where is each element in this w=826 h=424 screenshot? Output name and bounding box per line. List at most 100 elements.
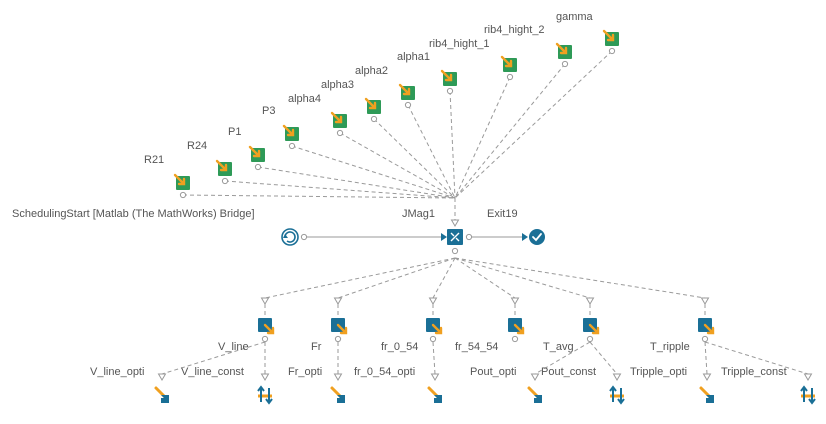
constraint-down-arrow-icon <box>265 388 273 405</box>
parameter-port <box>370 115 378 123</box>
param-label-p3: P3 <box>262 105 276 117</box>
parameter-node-p1[interactable] <box>248 145 265 162</box>
parameter-node-alpha3[interactable] <box>364 97 381 114</box>
parameter-node-rib4-hight-1[interactable] <box>500 55 517 72</box>
param-arrow-icon <box>440 69 453 82</box>
edge-param-r24 <box>224 180 456 199</box>
param-arrow-icon <box>398 83 411 96</box>
edge-output-to-tripple_opti <box>704 341 708 375</box>
criterion-input-port <box>702 373 712 381</box>
parameter-port <box>404 101 412 109</box>
parameter-node-alpha2[interactable] <box>398 83 415 100</box>
output-node-fr[interactable] <box>331 318 348 335</box>
core-node-jmag1[interactable] <box>447 229 463 245</box>
parameter-node-p3[interactable] <box>282 124 299 141</box>
output-arrow-icon <box>263 323 275 335</box>
param-label-alpha1: alpha1 <box>397 51 431 63</box>
edge-param-r21 <box>182 194 456 199</box>
output-arrow-icon <box>336 323 348 335</box>
edge-param-p1 <box>257 166 456 199</box>
objective-base-icon <box>434 398 442 403</box>
start-node-label: SchedulingStart [Matlab (The MathWorks) … <box>12 208 255 220</box>
criterion-label-v-line-opti: V_line_opti <box>90 366 145 378</box>
edge-param-alpha4 <box>339 132 456 199</box>
parameter-port <box>446 87 454 95</box>
criterion-label-tripple-const: Tripple_const <box>721 366 787 378</box>
output-node-v-line[interactable] <box>258 318 275 335</box>
criterion-node-pout-opti[interactable] <box>527 386 542 403</box>
start-node[interactable] <box>281 228 299 246</box>
edge-output-to-tripple_const <box>704 341 809 375</box>
criterion-input-port <box>260 373 270 381</box>
parameter-node-alpha4[interactable] <box>330 111 347 128</box>
param-arrow-icon <box>602 29 615 42</box>
objective-base-icon <box>337 398 345 403</box>
criterion-node-pout-const[interactable] <box>609 385 625 405</box>
parameter-node-gamma[interactable] <box>602 29 619 46</box>
edge-param-alpha1 <box>449 90 456 199</box>
output-node-fr-0-54[interactable] <box>426 318 443 335</box>
core-bottom-port <box>451 247 459 255</box>
output-arrow-icon <box>588 323 600 335</box>
criterion-node-tripple-const[interactable] <box>800 385 816 405</box>
exit-node-exit19[interactable] <box>529 229 545 245</box>
parameter-port <box>608 47 616 55</box>
param-label-alpha2: alpha2 <box>355 65 389 77</box>
edge-param-rib4_hight_1 <box>454 76 511 199</box>
output-node-t-ripple[interactable] <box>698 318 715 335</box>
criterion-input-port <box>612 373 622 381</box>
output-arrow-icon <box>703 323 715 335</box>
parameter-node-rib4-hight-2[interactable] <box>555 42 572 59</box>
parameter-port <box>561 60 569 68</box>
parameter-port <box>254 163 262 171</box>
output-node-fr-54-54[interactable] <box>508 318 525 335</box>
parameter-node-r24[interactable] <box>215 159 232 176</box>
constraint-down-arrow-icon <box>808 388 816 405</box>
parameter-node-r21[interactable] <box>173 173 190 190</box>
criterion-input-port <box>530 373 540 381</box>
parameter-port <box>336 129 344 137</box>
constraint-up-arrow-icon <box>800 385 808 402</box>
criterion-node-v-line-const[interactable] <box>257 385 273 405</box>
param-label-p1: P1 <box>228 126 242 138</box>
edge-output-to-fr_0_54_opti <box>432 341 436 375</box>
criterion-label-tripple-opti: Tripple_opti <box>630 366 688 378</box>
output-node-t-avg[interactable] <box>583 318 600 335</box>
output-port <box>429 335 437 343</box>
edge-core-to-t_ripple <box>454 257 706 299</box>
parameter-node-alpha1[interactable] <box>440 69 457 86</box>
solver-glyph-icon <box>450 232 460 242</box>
criterion-node-v-line-opti[interactable] <box>154 386 169 403</box>
output-input-port <box>585 297 595 305</box>
output-port <box>586 335 594 343</box>
edge-core-to-t_avg <box>454 257 591 299</box>
criterion-node-fr-0-54-opti[interactable] <box>427 386 442 403</box>
core-output-port <box>465 233 473 241</box>
param-arrow-icon <box>555 42 568 55</box>
param-arrow-icon <box>330 111 343 124</box>
output-input-port <box>428 297 438 305</box>
criterion-label-fr-opti: Fr_opti <box>288 366 323 378</box>
output-label-t-ripple: T_ripple <box>650 341 690 353</box>
core-input-port <box>450 219 460 227</box>
edge-param-alpha2 <box>407 104 456 199</box>
edge-output-to-v_line_opti <box>161 341 266 375</box>
criterion-input-port <box>157 373 167 381</box>
output-label-fr-0-54: fr_0_54 <box>381 341 419 353</box>
edge-core-to-fr <box>337 257 456 299</box>
criterion-label-pout-opti: Pout_opti <box>470 366 517 378</box>
criterion-input-port <box>333 373 343 381</box>
constraint-up-arrow-icon <box>257 385 265 402</box>
objective-base-icon <box>161 398 169 403</box>
check-circle-icon <box>529 229 545 245</box>
output-port <box>334 335 342 343</box>
param-label-rib4-hight-2: rib4_hight_2 <box>484 24 545 36</box>
output-port <box>261 335 269 343</box>
workflow-nodes <box>154 29 816 405</box>
output-label-fr-54-54: fr_54_54 <box>455 341 499 353</box>
edge-param-alpha3 <box>373 118 456 199</box>
criterion-node-tripple-opti[interactable] <box>699 386 714 403</box>
criterion-node-fr-opti[interactable] <box>330 386 345 403</box>
edge-param-gamma <box>454 50 613 199</box>
